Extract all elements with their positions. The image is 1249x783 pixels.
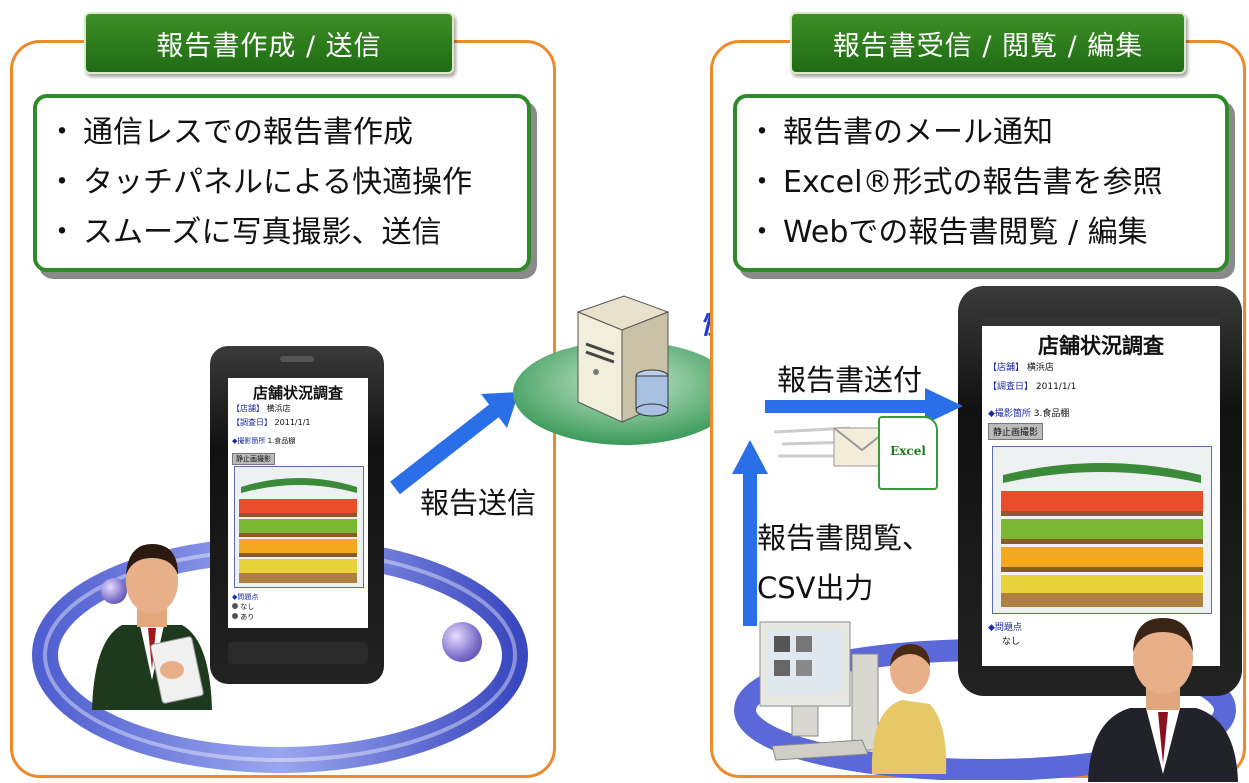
problem-label: ◆問題点 [988, 623, 1022, 633]
status-bar [982, 318, 1220, 326]
deliver-report-label: 報告書送付 [777, 363, 923, 397]
phone-speaker [280, 356, 314, 362]
right-tab-title: 報告書受信 / 閲覧 / 編集 [790, 12, 1186, 74]
send-report-label: 報告送信 [420, 486, 537, 520]
send-report-arrow [390, 392, 519, 495]
businessman-figure [92, 544, 212, 710]
produce-shelf-image [993, 447, 1211, 613]
feature-item: ・Excel®形式の報告書を参照 [747, 165, 1163, 200]
left-tab-title: 報告書作成 / 送信 [84, 12, 454, 74]
smartphone: 店舗状況調査 【店舗】 横浜店 【調査日】 2011/1/1 ◆撮影箇所 1.食… [210, 346, 384, 684]
option-yes[interactable]: あり [232, 612, 254, 622]
screen-title: 店舗状況調査 [1038, 334, 1164, 358]
feature-item: ・報告書のメール通知 [747, 115, 1053, 150]
orb [442, 622, 482, 662]
produce-shelf-image [235, 467, 363, 587]
problem-value: なし [1002, 637, 1021, 647]
feature-item: ・スムーズに写真撮影、送信 [47, 215, 442, 250]
excel-file-icon: Excel [878, 416, 938, 490]
shelf-photo [992, 446, 1212, 614]
date-row: 【調査日】 2011/1/1 [232, 418, 311, 427]
problem-label: ◆問題点 [232, 593, 259, 601]
date-row: 【調査日】 2011/1/1 [988, 382, 1077, 392]
tablet-screen: 店舗状況調査 【店舗】 横浜店 【調査日】 2011/1/1 ◆撮影箇所 3.食… [982, 318, 1220, 666]
view-report-label-line2: CSV出力 [757, 571, 874, 605]
view-report-label-line1: 報告書閲覧、 [757, 521, 932, 555]
deliver-report-arrow [765, 388, 963, 424]
excel-file-label: Excel [890, 444, 926, 458]
server-icon [576, 295, 670, 423]
feature-item: ・タッチパネルによる快適操作 [47, 165, 473, 200]
shoot-row: ◆撮影箇所 3.食品棚 [988, 409, 1070, 419]
left-feature-box: ・通信レスでの報告書作成 ・タッチパネルによる快適操作 ・スムーズに写真撮影、送… [33, 94, 531, 272]
orb [101, 578, 127, 604]
phone-screen: 店舗状況調査 【店舗】 横浜店 【調査日】 2011/1/1 ◆撮影箇所 1.食… [228, 378, 368, 628]
capture-button[interactable]: 静止画撮影 [232, 453, 275, 465]
store-row: 【店舗】 横浜店 [988, 363, 1054, 373]
screen-title: 店舗状況調査 [252, 384, 343, 402]
pc-user-figure [759, 621, 947, 774]
feature-item: ・Webでの報告書閲覧 / 編集 [747, 215, 1148, 250]
tablet: 店舗状況調査 【店舗】 横浜店 【調査日】 2011/1/1 ◆撮影箇所 3.食… [958, 286, 1242, 696]
capture-button[interactable]: 静止画撮影 [988, 423, 1044, 440]
businessman-figure [1088, 618, 1238, 782]
phone-nav-bar [228, 642, 368, 664]
option-none[interactable]: なし [232, 602, 254, 612]
view-report-arrow [732, 440, 768, 626]
store-row: 【店舗】 横浜店 [232, 404, 291, 413]
right-feature-box: ・報告書のメール通知 ・Excel®形式の報告書を参照 ・Webでの報告書閲覧 … [733, 94, 1229, 272]
shoot-row: ◆撮影箇所 1.食品棚 [232, 437, 296, 445]
feature-item: ・通信レスでの報告書作成 [47, 115, 413, 150]
shelf-photo [234, 466, 364, 588]
